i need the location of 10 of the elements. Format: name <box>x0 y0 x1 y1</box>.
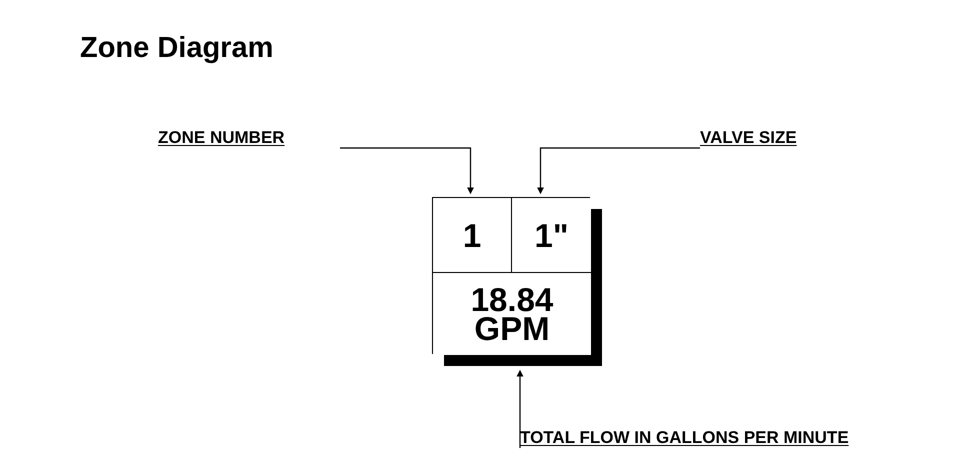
leader-arrow <box>516 370 524 449</box>
zone-cell: 1 <box>433 198 512 273</box>
callout-label: ZONE NUMBER <box>158 124 340 148</box>
zone-cell: 18.84 GPM <box>433 273 591 355</box>
title: Zone Diagram <box>80 31 274 66</box>
leader-arrow <box>537 147 700 194</box>
zone-cell: 1" <box>512 198 591 273</box>
callout-label: TOTAL FLOW IN GALLONS PER MINUTE <box>520 424 964 448</box>
callout-label: VALVE SIZE <box>700 124 838 148</box>
leader-arrow <box>340 147 474 194</box>
